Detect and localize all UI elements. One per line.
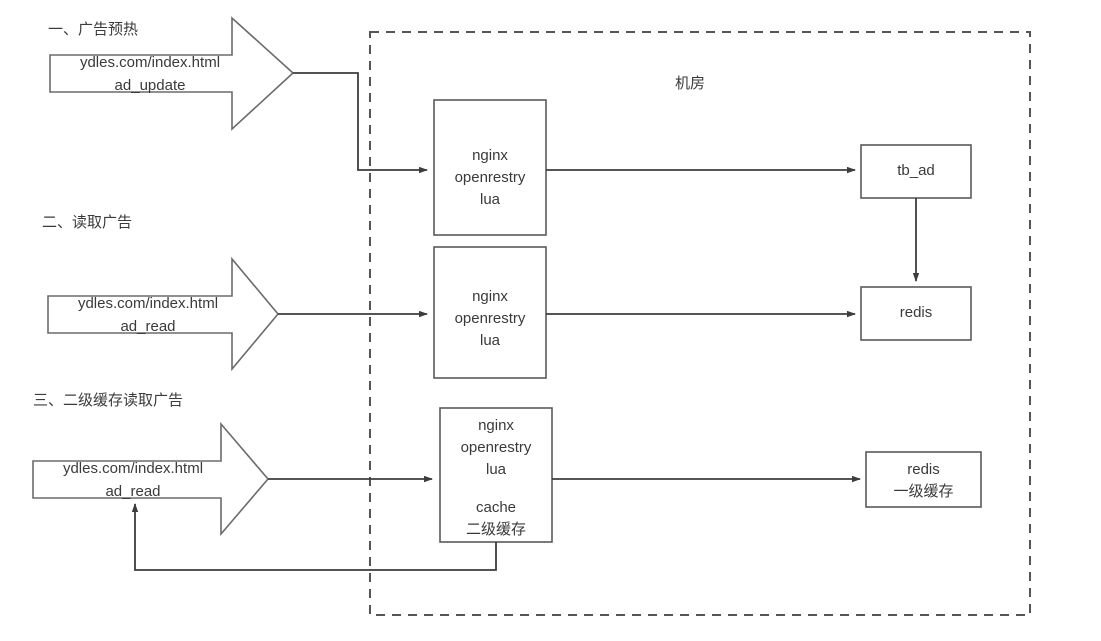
request-arrow-shape-2 xyxy=(47,256,280,372)
section-title-1: 一、广告预热 xyxy=(48,21,139,38)
section-title-2: 二、读取广告 xyxy=(42,214,133,231)
request-arrow-shape-3 xyxy=(32,421,270,537)
connector-request1-to-nginx1 xyxy=(293,72,428,174)
request-arrow-shape-1 xyxy=(49,16,295,131)
nginx-box-2 xyxy=(433,246,547,379)
redis-box-3 xyxy=(865,451,982,508)
redis-box-2 xyxy=(860,286,972,341)
section-title-3: 三、二级缓存读取广告 xyxy=(33,392,184,409)
nginx-box-1 xyxy=(433,99,547,236)
connector-cache-response-loop xyxy=(131,503,497,571)
nginx-cache-box-3 xyxy=(439,407,553,543)
server-room-label: 机房 xyxy=(675,75,706,92)
server-room-boundary xyxy=(369,31,1031,616)
tb-ad-box xyxy=(860,144,972,199)
